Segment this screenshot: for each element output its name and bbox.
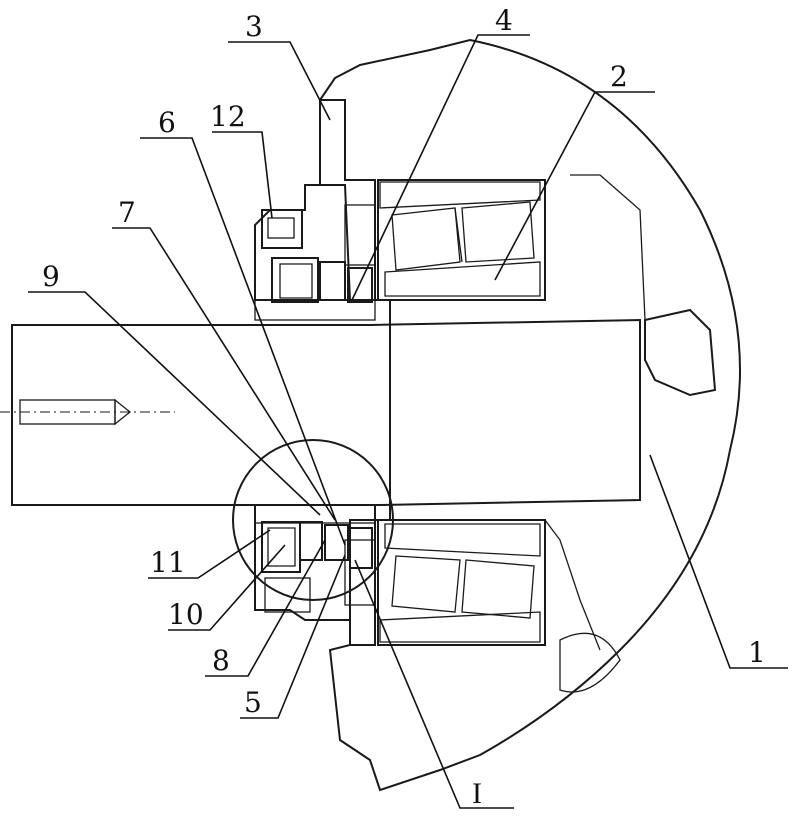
lower-bearing — [377, 519, 546, 646]
callout-labels: 3 4 2 12 6 7 9 11 10 8 5 I 1 — [42, 4, 766, 810]
detail-circle — [232, 439, 394, 601]
leader-lines — [28, 34, 788, 809]
lower-seal-assembly — [254, 504, 376, 613]
upper-bearing — [377, 179, 546, 301]
callout-4: 4 — [495, 4, 513, 37]
callout-9: 9 — [42, 260, 60, 293]
right-end-features — [544, 174, 717, 693]
flange-upper — [254, 99, 376, 301]
callout-10: 10 — [168, 598, 204, 631]
callout-11: 11 — [150, 546, 186, 579]
flange-lower — [254, 504, 376, 646]
callout-1: 1 — [748, 636, 766, 669]
callout-12: 12 — [210, 100, 246, 133]
shaft — [0, 318, 641, 506]
detail-mark-I: I — [472, 777, 482, 810]
callout-8: 8 — [212, 644, 230, 677]
housing-body — [319, 38, 741, 792]
callout-5: 5 — [244, 686, 262, 719]
callout-6: 6 — [158, 106, 176, 139]
upper-seal-assembly — [254, 209, 376, 321]
callout-3: 3 — [245, 10, 263, 43]
callout-7: 7 — [118, 196, 136, 229]
callout-2: 2 — [610, 60, 628, 93]
